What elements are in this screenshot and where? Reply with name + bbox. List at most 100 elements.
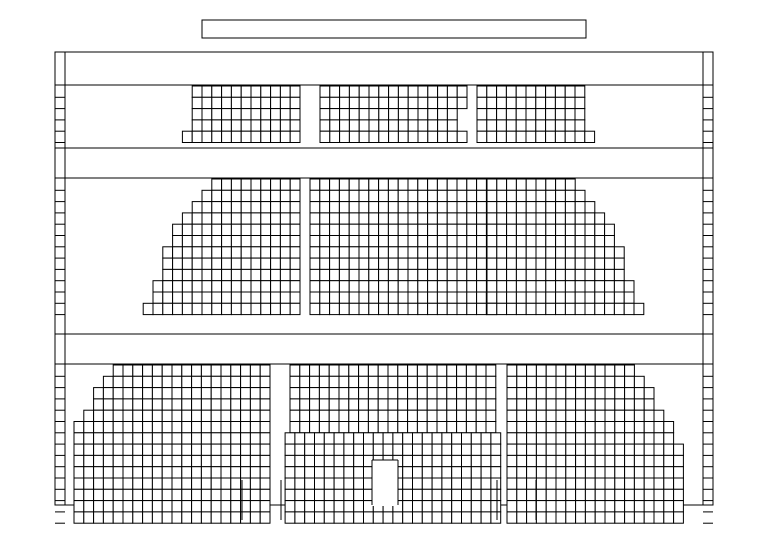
seat[interactable] — [397, 178, 409, 191]
seat[interactable] — [397, 268, 409, 282]
seat[interactable] — [633, 409, 645, 423]
seat[interactable] — [436, 201, 448, 214]
seat[interactable] — [343, 488, 355, 502]
seat[interactable] — [456, 130, 468, 143]
seat[interactable] — [594, 280, 606, 293]
seat[interactable] — [191, 443, 202, 456]
seat[interactable] — [279, 302, 291, 316]
seat[interactable] — [417, 212, 429, 225]
seat[interactable] — [555, 466, 567, 479]
seat[interactable] — [480, 466, 492, 479]
seat[interactable] — [329, 130, 341, 143]
seat[interactable] — [368, 280, 380, 293]
seat[interactable] — [486, 212, 498, 225]
seat[interactable] — [323, 477, 335, 490]
seat[interactable] — [417, 189, 429, 203]
seat[interactable] — [348, 178, 360, 191]
seat[interactable] — [402, 443, 414, 456]
seat[interactable] — [348, 189, 360, 203]
seat[interactable] — [594, 291, 606, 304]
seat[interactable] — [584, 477, 596, 490]
seat[interactable] — [555, 398, 567, 411]
seat[interactable] — [181, 268, 193, 282]
seat[interactable] — [446, 421, 458, 434]
seat[interactable] — [319, 212, 331, 225]
seat[interactable] — [309, 235, 321, 248]
seat[interactable] — [515, 189, 527, 203]
seat[interactable] — [230, 443, 242, 456]
seat[interactable] — [191, 488, 202, 502]
seat[interactable] — [407, 235, 419, 248]
seat[interactable] — [555, 201, 566, 214]
seat[interactable] — [289, 223, 301, 236]
seat[interactable] — [112, 500, 124, 513]
seat[interactable] — [480, 443, 492, 456]
seat[interactable] — [230, 235, 242, 248]
seat[interactable] — [294, 477, 306, 490]
seat[interactable] — [653, 477, 665, 490]
seat[interactable] — [427, 246, 438, 259]
seat[interactable] — [368, 246, 380, 259]
seat[interactable] — [397, 130, 409, 143]
seat[interactable] — [210, 364, 222, 377]
seat[interactable] — [446, 201, 458, 214]
seat[interactable] — [476, 280, 487, 293]
seat[interactable] — [663, 421, 675, 434]
seat[interactable] — [594, 500, 606, 513]
seat[interactable] — [181, 246, 193, 259]
seat[interactable] — [260, 201, 272, 214]
seat[interactable] — [575, 432, 586, 445]
seat[interactable] — [555, 235, 566, 248]
seat[interactable] — [323, 466, 335, 479]
seat[interactable] — [309, 398, 320, 411]
seat[interactable] — [368, 212, 380, 225]
seat[interactable] — [486, 280, 498, 293]
seat[interactable] — [191, 398, 202, 411]
seat[interactable] — [496, 119, 507, 132]
seat[interactable] — [191, 477, 202, 490]
seat[interactable] — [515, 235, 527, 248]
seat[interactable] — [535, 268, 547, 282]
seat[interactable] — [486, 257, 498, 270]
seat[interactable] — [338, 375, 350, 389]
seat[interactable] — [368, 130, 380, 143]
seat[interactable] — [289, 268, 301, 282]
seat[interactable] — [506, 375, 518, 389]
seat[interactable] — [211, 235, 223, 248]
seat[interactable] — [594, 421, 606, 434]
seat[interactable] — [314, 477, 325, 490]
seat[interactable] — [594, 375, 606, 389]
seat[interactable] — [240, 212, 252, 225]
seat[interactable] — [240, 302, 252, 316]
seat[interactable] — [475, 375, 487, 389]
seat[interactable] — [417, 108, 429, 121]
seat[interactable] — [289, 212, 301, 225]
seat[interactable] — [604, 223, 615, 236]
seat[interactable] — [309, 280, 321, 293]
seat[interactable] — [368, 291, 380, 304]
seat[interactable] — [456, 364, 467, 377]
seat[interactable] — [387, 387, 399, 400]
seat[interactable] — [230, 189, 242, 203]
seat[interactable] — [456, 96, 468, 110]
seat[interactable] — [416, 387, 428, 400]
seat[interactable] — [535, 466, 547, 479]
seat[interactable] — [260, 280, 272, 293]
seat[interactable] — [388, 85, 399, 98]
seat[interactable] — [368, 201, 380, 214]
seat[interactable] — [240, 119, 252, 132]
seat[interactable] — [575, 364, 586, 377]
seat[interactable] — [565, 364, 577, 377]
seat[interactable] — [535, 212, 547, 225]
seat[interactable] — [339, 130, 350, 143]
seat[interactable] — [574, 96, 586, 110]
seat[interactable] — [319, 108, 331, 121]
seat[interactable] — [210, 398, 222, 411]
seat[interactable] — [240, 409, 251, 423]
seat[interactable] — [624, 387, 635, 400]
seat[interactable] — [211, 85, 223, 98]
seat[interactable] — [220, 398, 232, 411]
seat[interactable] — [525, 223, 537, 236]
seat[interactable] — [470, 488, 482, 502]
seat[interactable] — [142, 398, 153, 411]
